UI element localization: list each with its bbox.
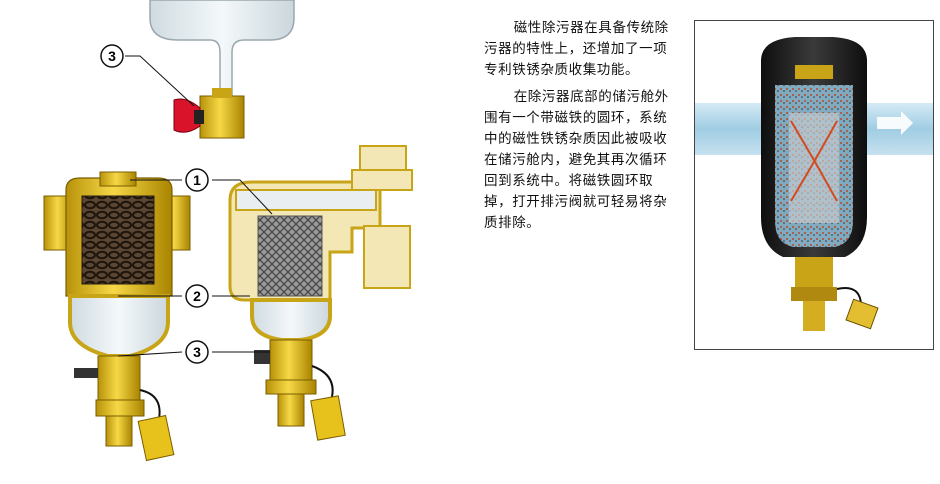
right-separator-cutaway <box>228 145 413 441</box>
callout-leaders <box>117 55 273 357</box>
svg-text:3: 3 <box>108 48 116 64</box>
callout-3-top: 3 <box>100 44 124 68</box>
red-valve-handle <box>173 98 204 133</box>
description-paragraph-1: 磁性除污器在具备传统除污器的特性上，还增加了一项专利铁锈杂质收集功能。 <box>484 20 669 78</box>
callout-1: 1 <box>185 168 209 192</box>
callout-3-bottom: 3 <box>185 340 209 364</box>
top-separator-unit <box>149 0 295 139</box>
arrow-right-icon <box>877 111 913 135</box>
description-text: 磁性除污器在具备传统除污器的特性上，还增加了一项专利铁锈杂质收集功能。 在除污器… <box>484 18 680 240</box>
description-paragraph-2: 在除污器底部的储污舱外围有一个带磁铁的圆环，系统中的磁性铁锈杂质因此被吸收在储污… <box>484 89 669 231</box>
product-photo <box>695 37 933 331</box>
separator-cutaway-diagram: 3 1 2 3 <box>43 0 413 462</box>
svg-text:1: 1 <box>193 172 201 188</box>
product-photo-frame <box>694 20 934 350</box>
svg-text:2: 2 <box>193 288 201 304</box>
left-separator-cutaway <box>43 171 191 462</box>
callout-2: 2 <box>185 284 209 308</box>
svg-text:3: 3 <box>193 344 201 360</box>
